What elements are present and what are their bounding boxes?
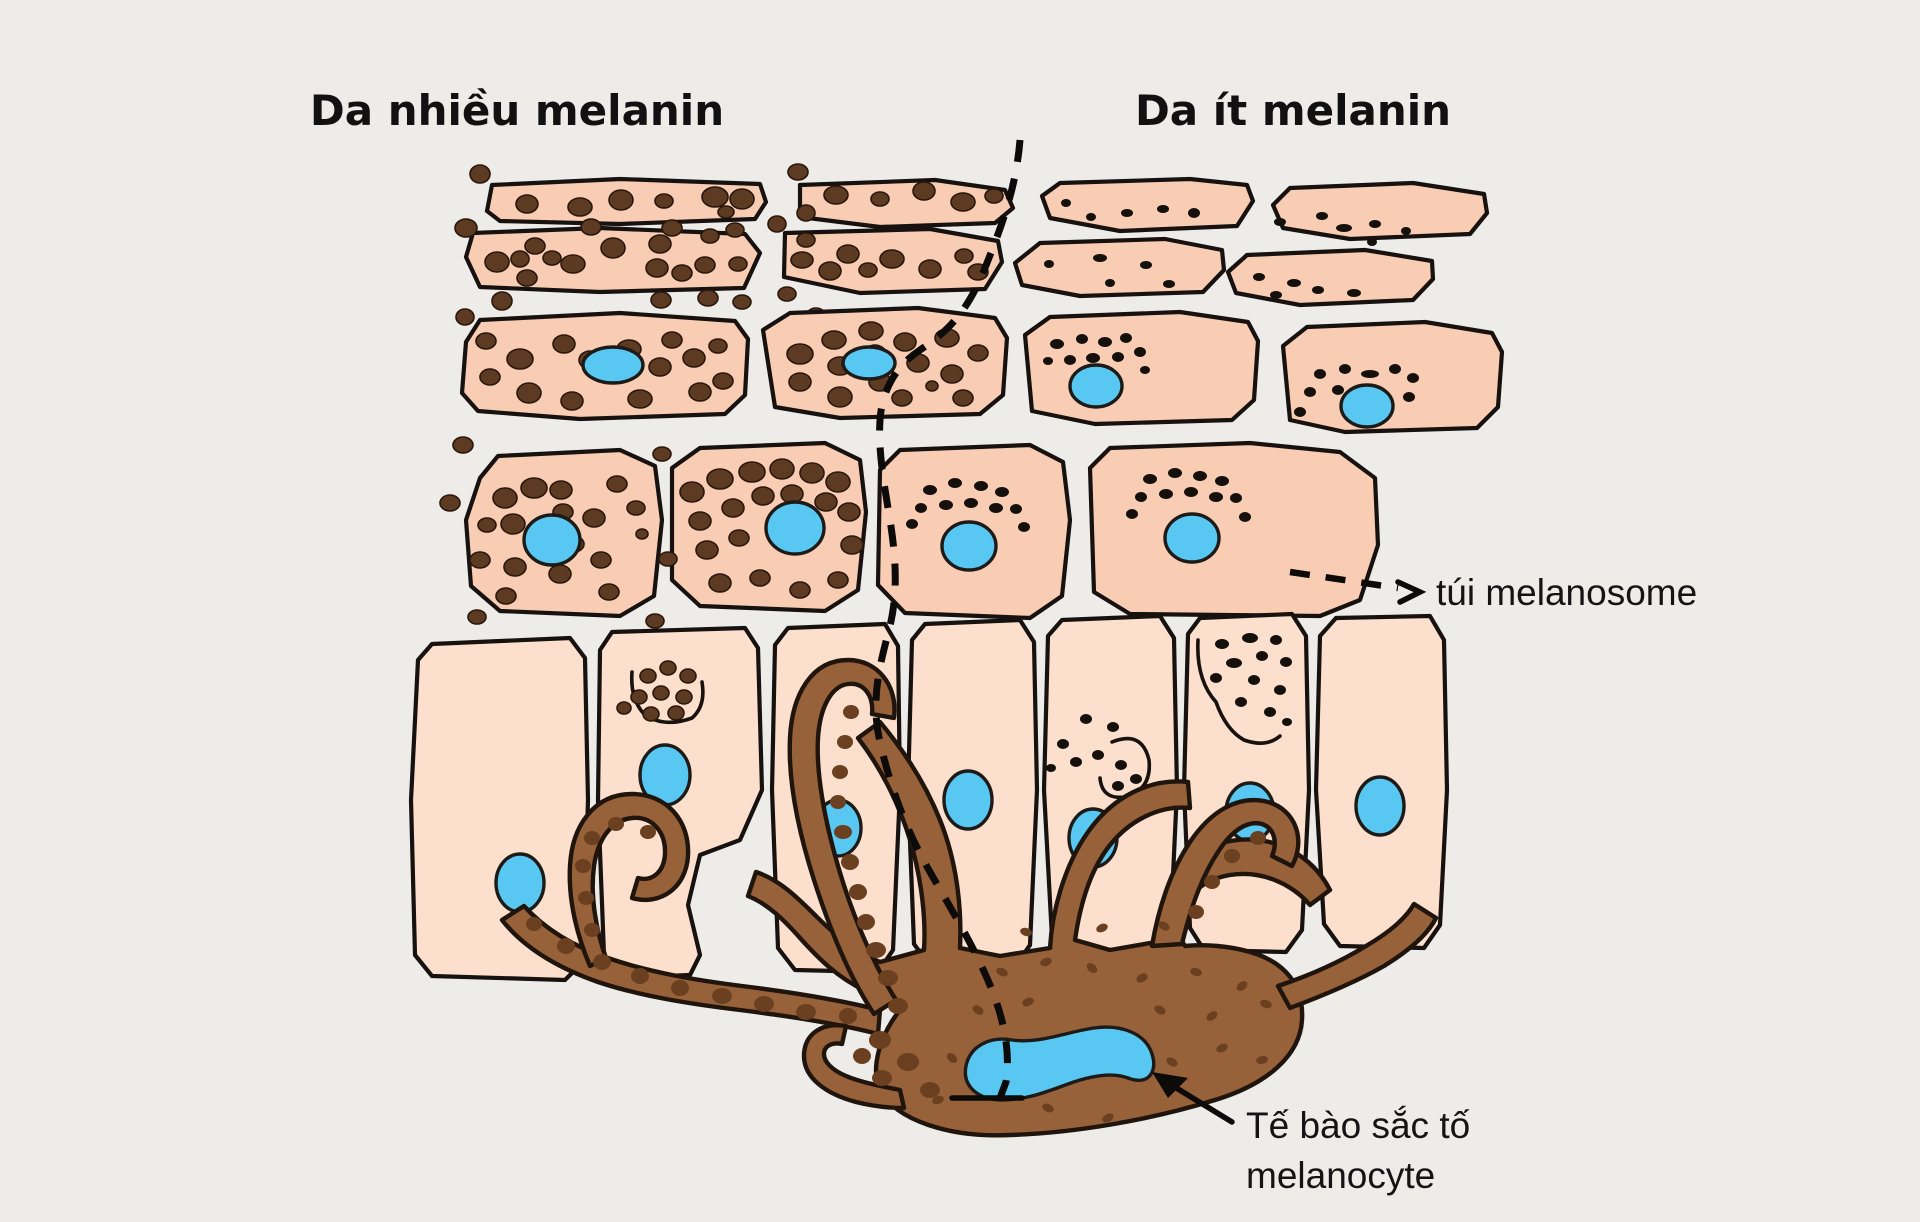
- basal-cell-1: [408, 635, 591, 983]
- basal-nucleus-1: [494, 852, 546, 914]
- stratum-granulosum-left: [459, 305, 1010, 422]
- melanosome-label: túi melanosome: [1436, 572, 1697, 613]
- stratum-spinosum-left: [439, 436, 869, 629]
- melanocyte-label-line2: melanocyte: [1246, 1155, 1435, 1196]
- heading-right: Da ít melanin: [1135, 86, 1451, 135]
- annotation-melanosome: túi melanosome: [1289, 568, 1697, 613]
- melanocyte-dendrite-granules: [526, 705, 1266, 1098]
- melanin-divider-dashed-line: [872, 139, 1024, 1100]
- melanosome-cap-granulosum-right: [1043, 333, 1419, 429]
- stratum-granulosum-right: [1022, 309, 1505, 435]
- melanocyte-nucleus: [963, 1025, 1156, 1102]
- heading-left: Da nhiều melanin: [310, 86, 724, 135]
- stratum-spinosum-right: [875, 440, 1381, 621]
- stratum-corneum-left: [454, 163, 1016, 331]
- melanocyte-label-line1: Tế bào sắc tố: [1246, 1105, 1470, 1146]
- melanosome-cap-spinosum-right: [906, 468, 1251, 572]
- melanocyte: [499, 657, 1439, 1138]
- melanosome-leader-dashed: [1289, 568, 1399, 592]
- melanin-granules-spinosum-left: [469, 458, 864, 605]
- melanocyte-body-speckles: [932, 921, 1272, 1123]
- annotation-melanocyte: Tế bào sắc tố melanocyte: [1152, 1072, 1470, 1196]
- melanin-granules-corneum-left: [454, 163, 1004, 331]
- melanosome-arrow-head: [1395, 579, 1427, 605]
- stratum-corneum-right: [1012, 176, 1490, 308]
- melanocyte-arrow-head: [1152, 1072, 1188, 1098]
- melanosome-dots-corneum-right: [1044, 199, 1411, 299]
